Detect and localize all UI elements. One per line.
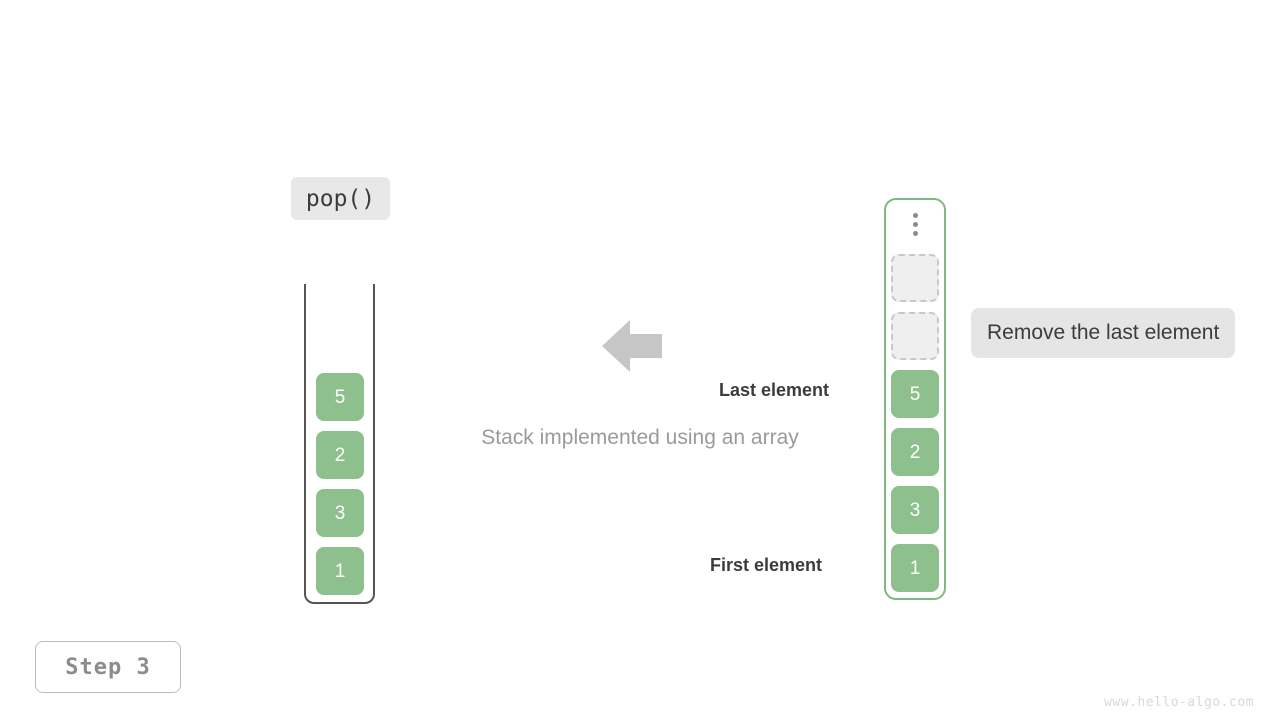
callout-remove-last-element: Remove the last element bbox=[971, 308, 1236, 358]
array-cell: 5 bbox=[891, 370, 939, 418]
stack-container-walls bbox=[304, 284, 375, 604]
stack-cell: 2 bbox=[316, 431, 364, 479]
stack-cell: 5 bbox=[316, 373, 364, 421]
array-cell: 1 bbox=[891, 544, 939, 592]
ellipsis-dot bbox=[912, 231, 918, 236]
stack-cell: 3 bbox=[316, 489, 364, 537]
array-cell-empty bbox=[891, 254, 939, 302]
left-arrow-icon bbox=[602, 318, 662, 374]
step-badge: Step 3 bbox=[35, 641, 181, 693]
annotation-first-element: First element bbox=[710, 555, 823, 575]
stack-cell-list: 5 2 3 1 bbox=[316, 373, 364, 595]
diagram-caption: Stack implemented using an array bbox=[481, 426, 799, 449]
array-cell: 2 bbox=[891, 428, 939, 476]
operation-label-pop: pop() bbox=[291, 177, 390, 220]
array-cell-empty bbox=[891, 312, 939, 360]
vertical-ellipsis-icon bbox=[886, 213, 944, 236]
array-cell-list: 5 2 3 1 bbox=[891, 254, 939, 592]
stack-visualization: 5 2 3 1 bbox=[304, 284, 375, 604]
ellipsis-dot bbox=[912, 213, 918, 218]
array-cell: 3 bbox=[891, 486, 939, 534]
annotation-last-element: Last element bbox=[719, 380, 830, 400]
ellipsis-dot bbox=[912, 222, 918, 227]
array-visualization: 5 2 3 1 bbox=[884, 198, 946, 600]
watermark: www.hello-algo.com bbox=[1104, 695, 1254, 710]
stack-cell: 1 bbox=[316, 547, 364, 595]
